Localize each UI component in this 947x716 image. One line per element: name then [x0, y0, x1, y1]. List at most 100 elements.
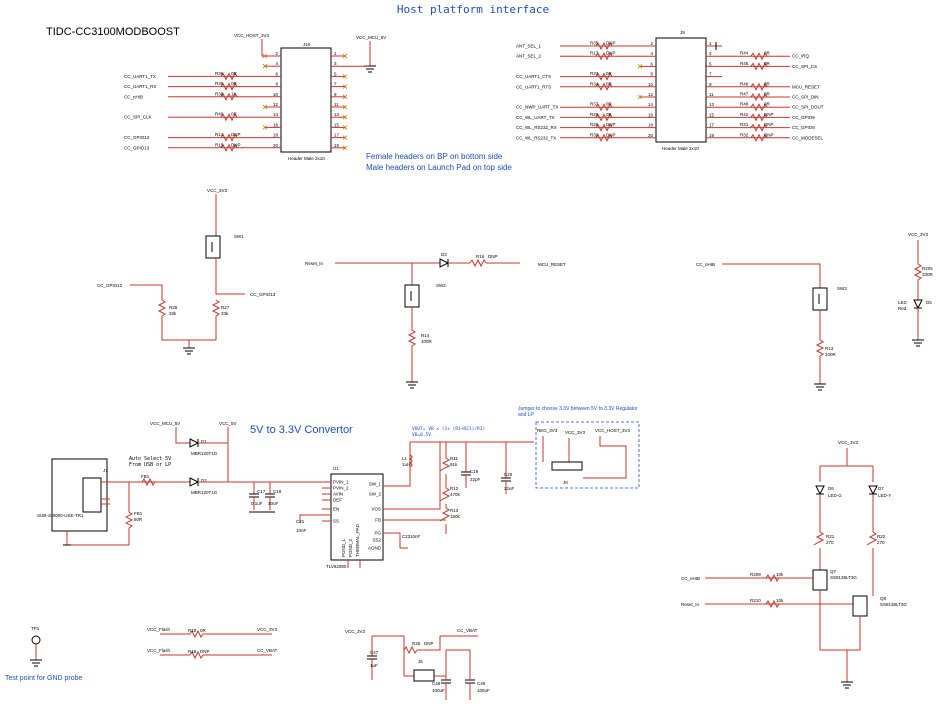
j10-left-res-3: R39 — [215, 81, 224, 86]
j9-right-val-4: 0R — [764, 81, 771, 86]
u1-pin-right-5: SS2 — [372, 538, 381, 543]
j9-right-res-6: R48 — [740, 102, 749, 107]
note-vb: VB=0.5V — [412, 432, 431, 438]
j9-right-pin-13: 13 — [709, 102, 715, 107]
usb-part: SUB-100000-USE-TR1 — [37, 513, 84, 518]
net-vcc-flash-2: VCC_Flash — [147, 648, 171, 653]
q7-ref: Q7 — [830, 569, 837, 574]
net-vcc-3v3: VCC_3V3 — [565, 430, 586, 435]
c22-ref: C22 — [402, 534, 411, 539]
j9-right-net-8: CC_GPIO9 — [792, 125, 815, 130]
j9-left-val-3: 0R — [606, 71, 613, 76]
j9-right-res-9: R32 — [740, 132, 749, 137]
d1-ref: D1 — [201, 439, 207, 444]
j10-left-pin-12: 12 — [273, 102, 279, 107]
j10-left-net-2: CC_UART1_TX — [124, 74, 156, 79]
u1-pin-right-1: SW_2 — [369, 492, 382, 497]
j9-left-val-8: DNP — [606, 122, 616, 127]
sw2-net-reset-in: Reset_In — [305, 261, 324, 266]
r26-val: DNP — [424, 641, 434, 646]
sw1-r-right-val: 33k — [221, 311, 229, 316]
j6-ref: J6 — [418, 659, 423, 664]
convertor-title: 5V to 3.3V Convertor — [250, 424, 353, 436]
d7-ref: D7 — [878, 486, 884, 491]
j10-right-pin-13: 13 — [334, 112, 340, 117]
j9-right-net-9: CC_MODESEL — [792, 135, 824, 140]
sw3-ref: SW3 — [837, 286, 847, 291]
j9-left-pin-16: 16 — [648, 112, 654, 117]
note-test-point: Test point for GND probe — [5, 675, 83, 682]
j9-left-pin-18: 18 — [648, 123, 654, 128]
r26-ref: R26 — [412, 641, 421, 646]
fb-val: 60R — [134, 517, 143, 522]
note-male-headers: Male headers on Launch Pad on top side — [366, 163, 512, 172]
j10-net-top-left: VCC_HOST_3V3 — [234, 33, 270, 38]
r13-val: 150k — [450, 514, 461, 519]
r22-val: 270 — [877, 540, 885, 545]
j10-left-net-9: CC_GPIO13 — [124, 145, 150, 150]
leds-vcc: VCC_3V3 — [838, 440, 859, 445]
led-red-d: D5 — [926, 300, 932, 305]
j10-left-pin-8: 8 — [275, 82, 278, 87]
j9-left-val-1: DNP — [606, 51, 616, 56]
j10-left-res-2: R36 — [215, 71, 224, 76]
net-cc-vbat-2: CC_VBAT — [457, 628, 478, 633]
net-reg-3v3: REG_3V3 — [537, 428, 558, 433]
c19-val: 22pF — [470, 477, 481, 482]
u1-pin-right-6: AGND — [368, 546, 382, 551]
j9-left-val-9: DNP — [606, 132, 616, 137]
sw2-diode: D3 — [441, 252, 447, 257]
c47-ref: C47 — [370, 650, 379, 655]
j10-left-res-6: R40 — [215, 112, 224, 117]
j9-right-pin-1: 1 — [709, 41, 712, 46]
r21-val: 270 — [826, 540, 834, 545]
j10-left-res-9: R15 — [215, 142, 224, 147]
note-auto-select-1: Auto Select 5V — [129, 456, 171, 462]
led-right-section: VCC_3V3 D6 LED-G D7 LED-Y R21 270 R22 27… — [681, 440, 907, 689]
note-auto-select-2: From USB or LP — [129, 462, 171, 468]
sw1-r-right: R27 — [221, 305, 230, 310]
j9-left-val-6: 0R — [606, 102, 613, 107]
c47-val: 1uF — [370, 663, 378, 668]
u1-pin-left-0: PVIN_1 — [333, 480, 349, 485]
c18-ref: C18 — [273, 489, 282, 494]
j9-left-res-1: R17 — [590, 51, 599, 56]
j9-right-val-6: 0R — [764, 102, 771, 107]
r11-ref: R11 — [450, 456, 458, 461]
j9-left-pin-12: 12 — [648, 92, 654, 97]
j9-left-pin-8: 8 — [650, 72, 653, 77]
j9-ref: J9 — [680, 30, 685, 35]
j9-left-pin-20: 20 — [648, 133, 654, 138]
c17-val: 0.1uF — [251, 501, 263, 506]
j9-left-net-9: CC_WL_RS232_TX — [516, 135, 556, 140]
j9-right-val-8: DNP — [764, 122, 774, 127]
leds-net-nhib: CC_nHIB — [681, 576, 700, 581]
j10-left-net-4: CC_nHIB — [124, 94, 143, 99]
net-vcc-3v3-bottom: VCC_3V3 — [257, 627, 278, 632]
r210-val: 10k — [776, 598, 784, 603]
j9-right-res-5: R47 — [740, 92, 749, 97]
j9-left-net-0: ANT_SEL_1 — [516, 44, 542, 49]
u1-pin-left-1: PVIN_2 — [333, 486, 349, 491]
j10-left-val-6: 0R — [231, 112, 238, 117]
j10-left-pin-16: 16 — [273, 122, 279, 127]
j9-right-pin-15: 15 — [709, 112, 715, 117]
note-jumper-1: Jumper to choose 3.3V between 5V to 3.3V… — [518, 406, 638, 412]
j10-left-val-4: 1K — [231, 91, 237, 96]
sw1-net-gpio12: CC_GPIO12 — [97, 283, 123, 288]
header-j10: J10 Header Male 2x10 VCC_HOST_3V3 VCC_MC… — [234, 33, 386, 161]
j9-name: Header Male 2x10 — [662, 146, 699, 151]
j10-ref: J10 — [303, 42, 311, 47]
led-red-r: R205 — [922, 266, 933, 271]
bottom-section: TP1 Test point for GND probe VCC_Flash R… — [5, 626, 490, 700]
j8-ref: J8 — [563, 480, 568, 485]
j10-left-val-2: 0R — [231, 71, 238, 76]
usb-ref: J7 — [103, 468, 108, 473]
u1-pin-bottom-1: PGND_2 — [348, 538, 353, 557]
j10-right-pin-5: 5 — [334, 71, 337, 76]
sw2-r-down-val: 100R — [421, 339, 433, 344]
j10-right-pin-1: 1 — [334, 51, 337, 56]
j9-right-res-2: R45 — [740, 61, 749, 66]
tp1-ref: TP1 — [31, 626, 40, 631]
j9-right-pin-19: 19 — [709, 133, 715, 138]
